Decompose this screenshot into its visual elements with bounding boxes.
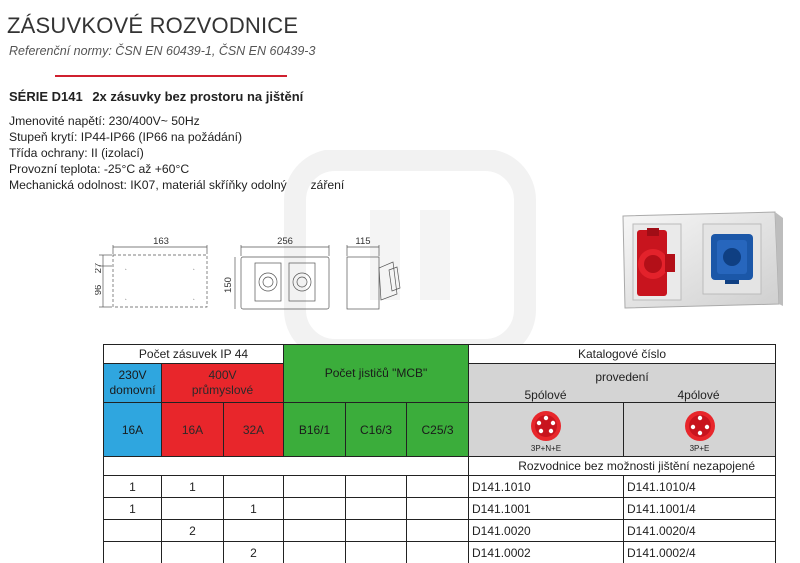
spec-mechanical: Mechanická odolnost: IK07, materiál skří… — [9, 178, 345, 192]
reference-standards: Referenční normy: ČSN EN 60439-1, ČSN EN… — [9, 44, 316, 58]
five-pole-label: 5pólové — [524, 388, 567, 402]
four-pole-cell: 3P+E — [623, 402, 776, 457]
col-16a-industrial: 16A — [161, 402, 224, 457]
svg-text:+: + — [125, 297, 127, 301]
spec-protection: Stupeň krytí: IP44-IP66 (IP66 na požádán… — [9, 130, 243, 144]
five-pole-caption: 3P+N+E — [530, 444, 562, 453]
breakers-header-label: Počet jističů "MCB" — [324, 366, 428, 380]
cell-catalog-4pole: D141.0020/4 — [623, 519, 776, 542]
title-divider — [55, 75, 287, 77]
five-pole-plug-icon — [531, 411, 561, 441]
cell-catalog-5pole: D141.0020 — [468, 519, 624, 542]
cell-c16 — [345, 475, 407, 498]
domestic-header-label: 230V domovní — [109, 368, 156, 397]
watermark-logo — [284, 150, 536, 360]
cell-c25 — [406, 541, 469, 563]
cell-dom16: 1 — [103, 475, 162, 498]
cell-catalog-4pole: D141.1001/4 — [623, 497, 776, 520]
cell-ind32 — [223, 519, 284, 542]
table-row: 1 1 D141.1010 D141.1010/4 — [103, 475, 776, 498]
svg-text:+: + — [193, 297, 195, 301]
cell-catalog-4pole: D141.0002/4 — [623, 541, 776, 563]
cell-c25 — [406, 475, 469, 498]
table-row: 2 D141.0002 D141.0002/4 — [103, 541, 776, 563]
dim-width: 256 — [277, 236, 293, 247]
svg-text:+: + — [125, 267, 127, 271]
cell-catalog-4pole: D141.1010/4 — [623, 475, 776, 498]
col-c16: C16/3 — [345, 402, 407, 457]
cell-c25 — [406, 519, 469, 542]
series-heading: SÉRIE D141 2x zásuvky bez prostoru na ji… — [9, 89, 303, 104]
series-code: SÉRIE D141 — [9, 89, 83, 104]
spec-temperature: Provozní teplota: -25°C až +60°C — [9, 162, 190, 176]
cell-dom16: 1 — [103, 497, 162, 520]
cell-c25 — [406, 497, 469, 520]
cell-ind32: 2 — [223, 541, 284, 563]
spec-class: Třída ochrany: II (izolací) — [9, 146, 144, 160]
col-32a-industrial: 32A — [223, 402, 284, 457]
cell-b16 — [283, 497, 346, 520]
spec-list: Jmenovité napětí: 230/400V~ 50Hz Stupeň … — [9, 113, 344, 193]
industrial-header: 400V průmyslové — [161, 363, 284, 403]
cell-ind16 — [161, 541, 224, 563]
catalog-header: Katalogové číslo — [468, 344, 776, 364]
version-label: provedení — [595, 370, 649, 384]
series-description: 2x zásuvky bez prostoru na jištění — [92, 89, 304, 104]
catalog-table: Počet zásuvek IP 44 Počet jističů "MCB" … — [103, 344, 776, 563]
cell-c16 — [345, 497, 407, 520]
breakers-header: Počet jističů "MCB" — [283, 344, 469, 403]
cell-ind16: 2 — [161, 519, 224, 542]
product-image — [622, 211, 783, 309]
variant-subheader: Rozvodnice bez možnosti jištění nezapoje… — [468, 456, 776, 476]
page-title: ZÁSUVKOVÉ ROZVODNICE — [7, 13, 299, 38]
cell-dom16 — [103, 541, 162, 563]
cell-c16 — [345, 541, 407, 563]
cell-dom16 — [103, 519, 162, 542]
four-pole-caption: 3P+E — [689, 444, 710, 453]
dim-front-width: 163 — [153, 236, 169, 247]
five-pole-cell: 3P+N+E — [468, 402, 624, 457]
col-c25: C25/3 — [406, 402, 469, 457]
sockets-header: Počet zásuvek IP 44 — [103, 344, 284, 364]
cell-catalog-5pole: D141.1010 — [468, 475, 624, 498]
svg-text:+: + — [193, 267, 195, 271]
cell-ind32: 1 — [223, 497, 284, 520]
table-row: 1 1 D141.1001 D141.1001/4 — [103, 497, 776, 520]
cell-b16 — [283, 519, 346, 542]
four-pole-label: 4pólové — [677, 388, 720, 402]
version-header: provedení 5pólové 4pólové — [468, 363, 776, 403]
dim-height: 150 — [223, 277, 234, 293]
cell-catalog-5pole: D141.1001 — [468, 497, 624, 520]
col-b16: B16/1 — [283, 402, 346, 457]
dim-depth: 115 — [355, 236, 370, 247]
spec-voltage: Jmenovité napětí: 230/400V~ 50Hz — [9, 114, 200, 128]
cell-catalog-5pole: D141.0002 — [468, 541, 624, 563]
dim-height-left: 96 — [95, 285, 104, 296]
table-row: 2 D141.0020 D141.0020/4 — [103, 519, 776, 542]
col-16a-domestic: 16A — [103, 402, 162, 457]
four-pole-plug-icon — [684, 411, 715, 441]
cell-b16 — [283, 475, 346, 498]
cell-ind32 — [223, 475, 284, 498]
dimension-drawing: + + + + 163 256 115 27 96 150 — [95, 236, 401, 310]
cell-ind16: 1 — [161, 475, 224, 498]
cell-ind16 — [161, 497, 224, 520]
cell-b16 — [283, 541, 346, 563]
domestic-header: 230V domovní — [103, 363, 162, 403]
industrial-header-label: 400V průmyslové — [191, 368, 254, 397]
dim-top-offset: 27 — [95, 263, 104, 274]
subheader-spacer — [103, 456, 469, 476]
cell-c16 — [345, 519, 407, 542]
